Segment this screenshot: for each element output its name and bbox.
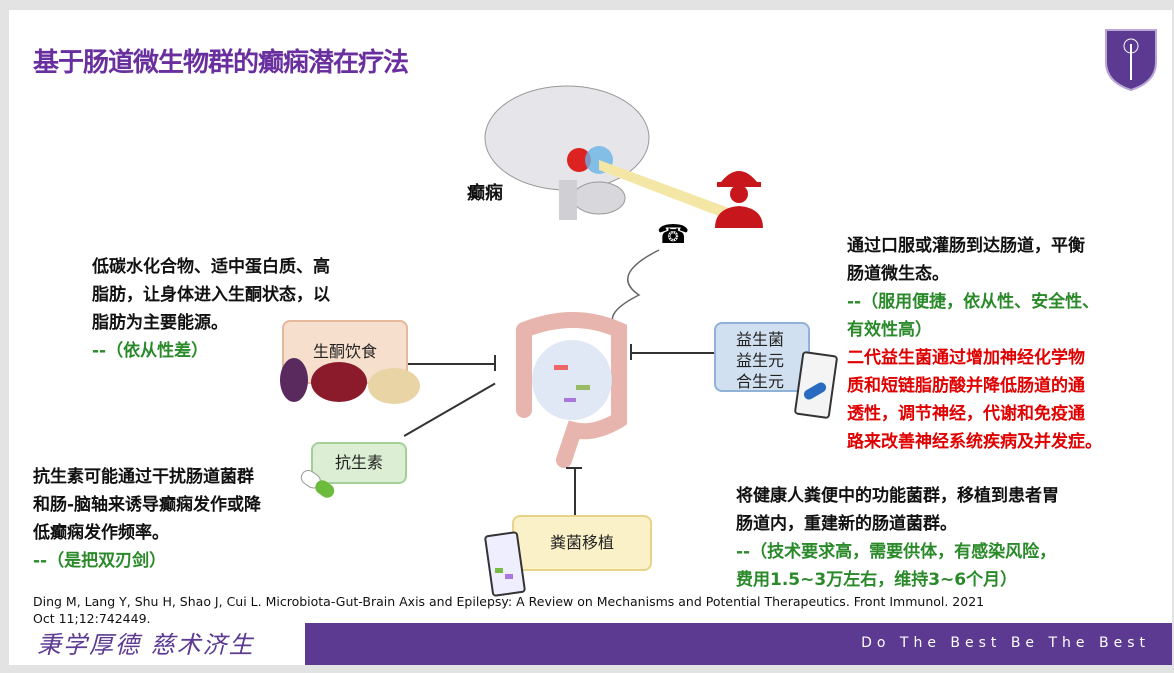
footer-bar: Do The Best Be The Best (305, 623, 1172, 665)
antibiotic-note: --（是把双刃剑） (33, 551, 167, 571)
inhibit-bar (494, 355, 496, 371)
capsule-icon (300, 470, 335, 498)
fmt-note: 费用1.5~3万左右，维持3~6个月） (736, 570, 1018, 590)
slide: 基于肠道微生物群的癫痫潜在疗法 癫痫 ☎ 低碳水化合物、适中蛋白质、高 脂肪，让… (9, 10, 1172, 665)
beam (599, 160, 729, 220)
inhibit-bar (630, 344, 632, 360)
text-line: 益生菌 (736, 330, 785, 349)
phone-icon: ☎ (657, 220, 690, 250)
food-illustration (280, 358, 420, 404)
ketogenic-description: 低碳水化合物、适中蛋白质、高 脂肪，让身体进入生酮状态，以 脂肪为主要能源。 -… (92, 253, 330, 365)
text-line: 将健康人粪便中的功能菌群，移植到患者胃 (736, 486, 1059, 506)
firefighter-icon (715, 171, 763, 228)
probiotic-note: --（服用便捷，依从性、安全性、 (847, 292, 1100, 312)
text-line: 益生元 (736, 351, 785, 370)
probiotic-note: 有效性高） (847, 320, 932, 340)
brain-illustration (484, 85, 650, 220)
fmt-note: --（技术要求高，需要供体，有感染风险， (736, 542, 1057, 562)
probiotic-mechanism: 路来改善神经系统疾病及并发症。 (847, 432, 1102, 452)
inhibit-bar (566, 467, 582, 469)
keto-inhibit-line (404, 363, 494, 365)
page-title: 基于肠道微生物群的癫痫潜在疗法 (33, 48, 409, 78)
gut-illustration (516, 312, 627, 468)
ketogenic-note: --（依从性差） (92, 341, 209, 361)
antibiotic-description: 抗生素可能通过干扰肠道菌群 和肠-脑轴来诱导癫痫发作或降 低癫痫发作频率。 --… (33, 463, 261, 575)
text-line: 脂肪，让身体进入生酮状态，以 (92, 285, 330, 305)
probiotic-inhibit-line (631, 352, 716, 354)
text-line: 肠道内，重建新的肠道菌群。 (736, 514, 957, 534)
fmt-description: 将健康人粪便中的功能菌群，移植到患者胃 肠道内，重建新的肠道菌群。 --（技术要… (736, 482, 1059, 594)
fmt-box: 粪菌移植 (512, 515, 652, 571)
citation-line: Ding M, Lang Y, Shu H, Shao J, Cui L. Mi… (33, 594, 985, 609)
footer-motto: Do The Best Be The Best (861, 635, 1150, 651)
text-line: 肠道微生态。 (847, 264, 949, 284)
probiotic-mechanism: 透性，调节神经，代谢和免疫通 (847, 404, 1085, 424)
text-line: 和肠-脑轴来诱导癫痫发作或降 (33, 495, 262, 515)
pill-bottle-icon (794, 351, 838, 419)
calligraphy-motto: 秉学厚德 慈术济生 (37, 631, 255, 659)
antibiotic-box: 抗生素 (311, 442, 407, 484)
fmt-inhibit-line (574, 468, 576, 520)
university-shield-logo (1105, 29, 1157, 92)
text-line: 低癫痫发作频率。 (33, 523, 169, 543)
specimen-jar-icon (484, 531, 526, 597)
text-line: 通过口服或灌肠到达肠道，平衡 (847, 236, 1085, 256)
probiotic-mechanism: 质和短链脂肪酸并降低肠道的通 (847, 376, 1085, 396)
probiotic-description: 通过口服或灌肠到达肠道，平衡 肠道微生态。 --（服用便捷，依从性、安全性、 有… (847, 232, 1102, 456)
text-line: 脂肪为主要能源。 (92, 313, 228, 333)
text-line: 合生元 (736, 372, 785, 391)
probiotic-mechanism: 二代益生菌通过增加神经化学物 (847, 348, 1085, 368)
epilepsy-label: 癫痫 (467, 183, 503, 204)
text-line: 低碳水化合物、适中蛋白质、高 (92, 257, 330, 277)
citation-line: Oct 11;12:742449. (33, 611, 151, 626)
citation: Ding M, Lang Y, Shu H, Shao J, Cui L. Mi… (33, 593, 1053, 627)
text-line: 抗生素可能通过干扰肠道菌群 (33, 467, 254, 487)
